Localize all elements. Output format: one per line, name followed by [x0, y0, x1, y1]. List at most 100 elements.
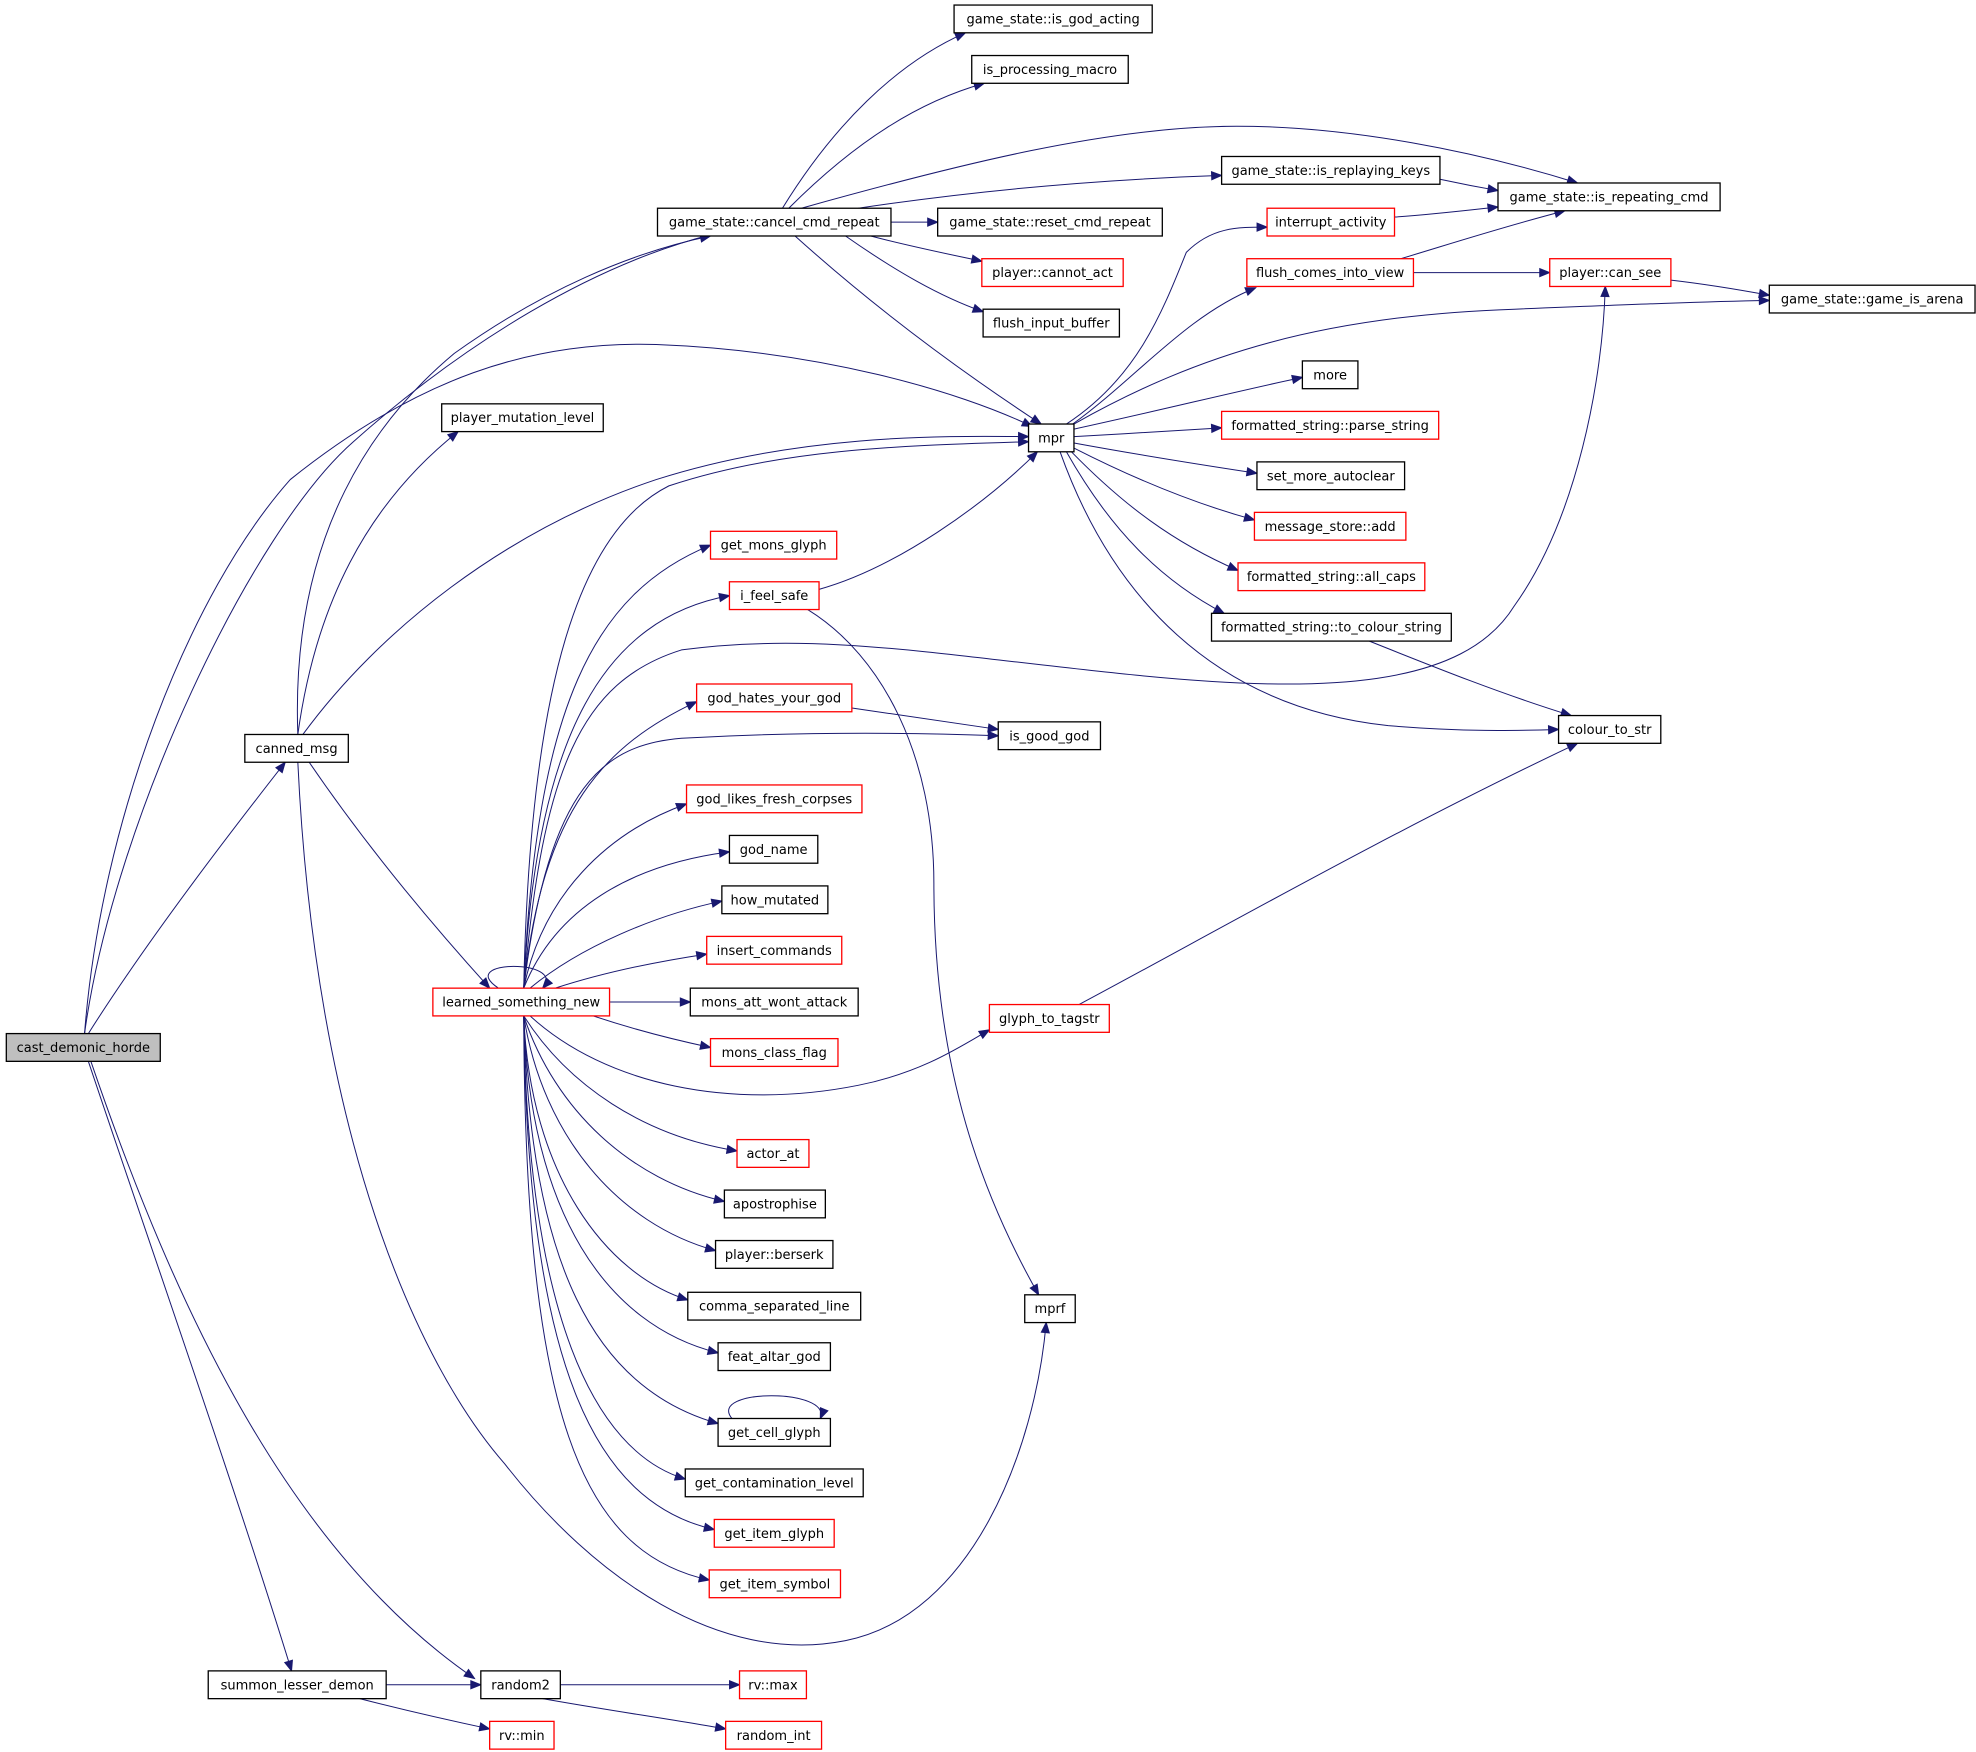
node-canned-msg[interactable]: canned_msg [244, 733, 349, 763]
node-insert-commands[interactable]: insert_commands [706, 935, 843, 965]
node-box[interactable] [988, 1003, 1110, 1033]
node-mprf[interactable]: mprf [1024, 1294, 1076, 1324]
node-rv-min[interactable]: rv::min [489, 1720, 555, 1750]
node-box[interactable] [1220, 155, 1441, 185]
node-box[interactable] [656, 207, 892, 237]
node-box[interactable] [728, 581, 820, 611]
node-is-replaying-keys[interactable]: game_state::is_replaying_keys [1220, 155, 1441, 185]
node-is-processing-macro[interactable]: is_processing_macro [971, 54, 1129, 84]
node-box[interactable] [1237, 562, 1426, 592]
node-box[interactable] [684, 1468, 864, 1498]
node-box[interactable] [971, 54, 1129, 84]
node-player-cannot-act[interactable]: player::cannot_act [981, 258, 1124, 288]
node-apostrophise[interactable]: apostrophise [723, 1189, 827, 1219]
node-box[interactable] [1557, 714, 1662, 744]
node-player-can-see[interactable]: player::can_see [1549, 258, 1672, 288]
node-box[interactable] [1027, 423, 1075, 453]
node-is-god-acting[interactable]: game_state::is_god_acting [953, 4, 1153, 34]
node-summon-lesser-demon[interactable]: summon_lesser_demon [207, 1670, 387, 1700]
node-flush-comes-into-view[interactable]: flush_comes_into_view [1246, 258, 1415, 288]
node-mons-class-flag[interactable]: mons_class_flag [709, 1037, 839, 1068]
node-feat-altar-god[interactable]: feat_altar_god [717, 1342, 832, 1372]
node-get-item-symbol[interactable]: get_item_symbol [708, 1569, 842, 1599]
node-i-feel-safe[interactable]: i_feel_safe [728, 581, 820, 611]
node-box[interactable] [1256, 461, 1406, 491]
node-box[interactable] [1549, 258, 1672, 288]
node-box[interactable] [1210, 612, 1452, 642]
node-box[interactable] [997, 721, 1102, 751]
node-box[interactable] [207, 1670, 387, 1700]
node-interrupt-activity[interactable]: interrupt_activity [1266, 207, 1396, 237]
node-box[interactable] [953, 4, 1153, 34]
node-cast-demonic-horde[interactable]: cast_demonic_horde [5, 1032, 161, 1062]
node-set-more-autoclear[interactable]: set_more_autoclear [1256, 461, 1406, 491]
node-get-item-glyph[interactable]: get_item_glyph [713, 1518, 835, 1548]
node-box[interactable] [1220, 410, 1440, 440]
node-box[interactable] [709, 530, 838, 560]
node-glyph-to-tagstr[interactable]: glyph_to_tagstr [988, 1003, 1110, 1033]
node-flush-input-buffer[interactable]: flush_input_buffer [982, 308, 1121, 338]
node-box[interactable] [1024, 1294, 1076, 1324]
node-box[interactable] [695, 683, 853, 713]
node-god-likes-fresh-corpses[interactable]: god_likes_fresh_corpses [685, 784, 863, 814]
node-god-name[interactable]: god_name [728, 834, 819, 864]
node-box[interactable] [1246, 258, 1415, 288]
node-reset-cmd-repeat[interactable]: game_state::reset_cmd_repeat [937, 207, 1163, 237]
node-all-caps[interactable]: formatted_string::all_caps [1237, 562, 1426, 592]
node-box[interactable] [981, 258, 1124, 288]
node-mons-att-wont-attack[interactable]: mons_att_wont_attack [689, 987, 859, 1017]
node-get-contamination-level[interactable]: get_contamination_level [684, 1468, 864, 1498]
node-more[interactable]: more [1301, 360, 1359, 390]
node-box[interactable] [441, 403, 604, 433]
node-to-colour-string[interactable]: formatted_string::to_colour_string [1210, 612, 1452, 642]
node-box[interactable] [982, 308, 1121, 338]
node-cancel-cmd-repeat[interactable]: game_state::cancel_cmd_repeat [656, 207, 892, 237]
node-parse-string[interactable]: formatted_string::parse_string [1220, 410, 1440, 440]
node-random-int[interactable]: random_int [725, 1720, 823, 1750]
node-box[interactable] [736, 1138, 810, 1168]
node-box[interactable] [1301, 360, 1359, 390]
node-how-mutated[interactable]: how_mutated [721, 885, 829, 915]
node-box[interactable] [244, 733, 349, 763]
node-box[interactable] [713, 1518, 835, 1548]
node-message-store-add[interactable]: message_store::add [1253, 511, 1407, 541]
node-box[interactable] [723, 1189, 827, 1219]
node-box[interactable] [432, 987, 611, 1017]
node-player-berserk[interactable]: player::berserk [714, 1239, 834, 1269]
node-is-repeating-cmd[interactable]: game_state::is_repeating_cmd [1497, 182, 1721, 212]
node-box[interactable] [721, 885, 829, 915]
node-get-cell-glyph[interactable]: get_cell_glyph [717, 1417, 832, 1447]
node-box[interactable] [708, 1569, 842, 1599]
node-comma-separated-line[interactable]: comma_separated_line [687, 1291, 862, 1321]
node-game-is-arena[interactable]: game_state::game_is_arena [1768, 284, 1976, 314]
node-rv-max[interactable]: rv::max [738, 1670, 808, 1700]
node-box[interactable] [5, 1032, 161, 1062]
node-box[interactable] [489, 1720, 555, 1750]
node-actor-at[interactable]: actor_at [736, 1138, 810, 1168]
node-colour-to-str[interactable]: colour_to_str [1557, 714, 1662, 744]
node-box[interactable] [714, 1239, 834, 1269]
node-box[interactable] [728, 834, 819, 864]
node-box[interactable] [689, 987, 859, 1017]
node-box[interactable] [480, 1670, 561, 1700]
node-box[interactable] [1253, 511, 1407, 541]
node-box[interactable] [725, 1720, 823, 1750]
node-box[interactable] [937, 207, 1163, 237]
node-box[interactable] [706, 935, 843, 965]
node-player-mutation-level[interactable]: player_mutation_level [441, 403, 604, 433]
node-box[interactable] [1497, 182, 1721, 212]
node-box[interactable] [738, 1670, 808, 1700]
node-is-good-god[interactable]: is_good_god [997, 721, 1102, 751]
node-box[interactable] [1266, 207, 1396, 237]
node-box[interactable] [717, 1417, 832, 1447]
node-box[interactable] [709, 1037, 839, 1068]
node-box[interactable] [685, 784, 863, 814]
node-random2[interactable]: random2 [480, 1670, 561, 1700]
node-box[interactable] [717, 1342, 832, 1372]
node-box[interactable] [1768, 284, 1976, 314]
node-mpr[interactable]: mpr [1027, 423, 1075, 453]
node-god-hates-your-god[interactable]: god_hates_your_god [695, 683, 853, 713]
node-box[interactable] [687, 1291, 862, 1321]
node-learned-something-new[interactable]: learned_something_new [432, 987, 611, 1017]
node-get-mons-glyph[interactable]: get_mons_glyph [709, 530, 838, 560]
